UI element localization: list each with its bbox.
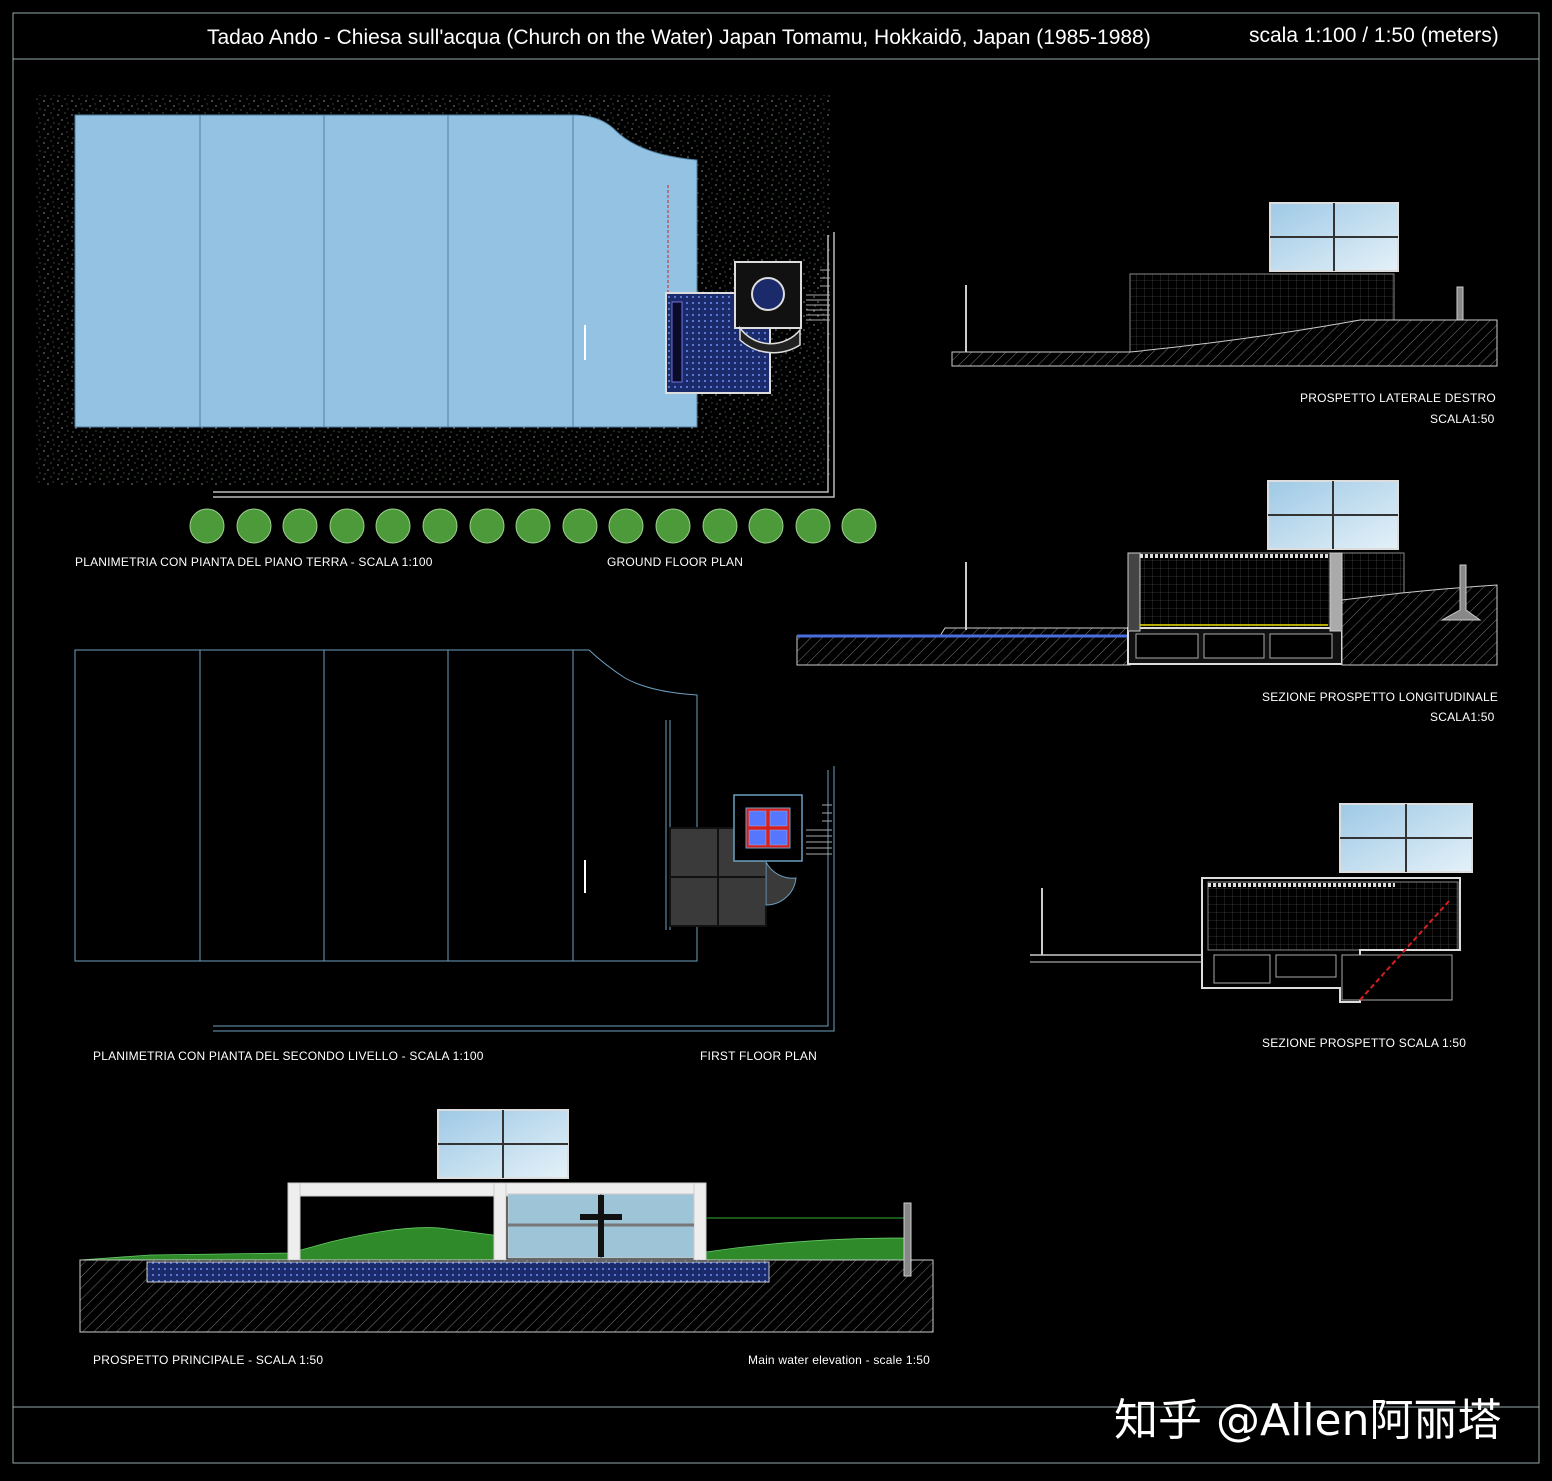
long-section-scale: SCALA1:50 bbox=[1430, 710, 1495, 724]
stair-section bbox=[1030, 803, 1473, 1003]
sheet-title: Tadao Ando - Chiesa sull'acqua (Church o… bbox=[207, 26, 1151, 49]
ground-plan-label-en: GROUND FLOOR PLAN bbox=[607, 555, 744, 569]
watermark: 知乎 @Allen阿丽塔 bbox=[1114, 1395, 1502, 1446]
pond-divisions bbox=[199, 115, 574, 427]
water-pond bbox=[74, 114, 698, 428]
side-elevation-scale: SCALA1:50 bbox=[1430, 412, 1495, 426]
first-plan-label-it: PLANIMETRIA CON PIANTA DEL SECONDO LIVEL… bbox=[93, 1049, 484, 1063]
stair-section-label: SEZIONE PROSPETTO SCALA 1:50 bbox=[1262, 1036, 1467, 1050]
first-floor-plan bbox=[74, 649, 835, 1032]
side-elevation bbox=[951, 202, 1498, 367]
longitudinal-section bbox=[796, 480, 1498, 666]
sheet-frame bbox=[12, 12, 1540, 1464]
l-shaped-wall bbox=[213, 232, 835, 498]
ground-plan-label-it: PLANIMETRIA CON PIANTA DEL PIANO TERRA -… bbox=[75, 555, 433, 569]
sheet-scale: scala 1:100 / 1:50 (meters) bbox=[1249, 24, 1499, 47]
first-plan-label-en: FIRST FLOOR PLAN bbox=[700, 1049, 818, 1063]
main-elevation-label-it: PROSPETTO PRINCIPALE - SCALA 1:50 bbox=[93, 1353, 324, 1367]
exterior-steps bbox=[806, 269, 830, 321]
circular-stair bbox=[751, 277, 785, 311]
tree-row bbox=[189, 508, 877, 544]
main-elevation-label-en: Main water elevation - scale 1:50 bbox=[748, 1353, 931, 1367]
ground-floor-plan bbox=[35, 95, 877, 544]
side-elevation-label: PROSPETTO LATERALE DESTRO bbox=[1300, 391, 1496, 405]
long-section-label: SEZIONE PROSPETTO LONGITUDINALE bbox=[1262, 690, 1499, 704]
main-elevation bbox=[79, 1109, 934, 1333]
